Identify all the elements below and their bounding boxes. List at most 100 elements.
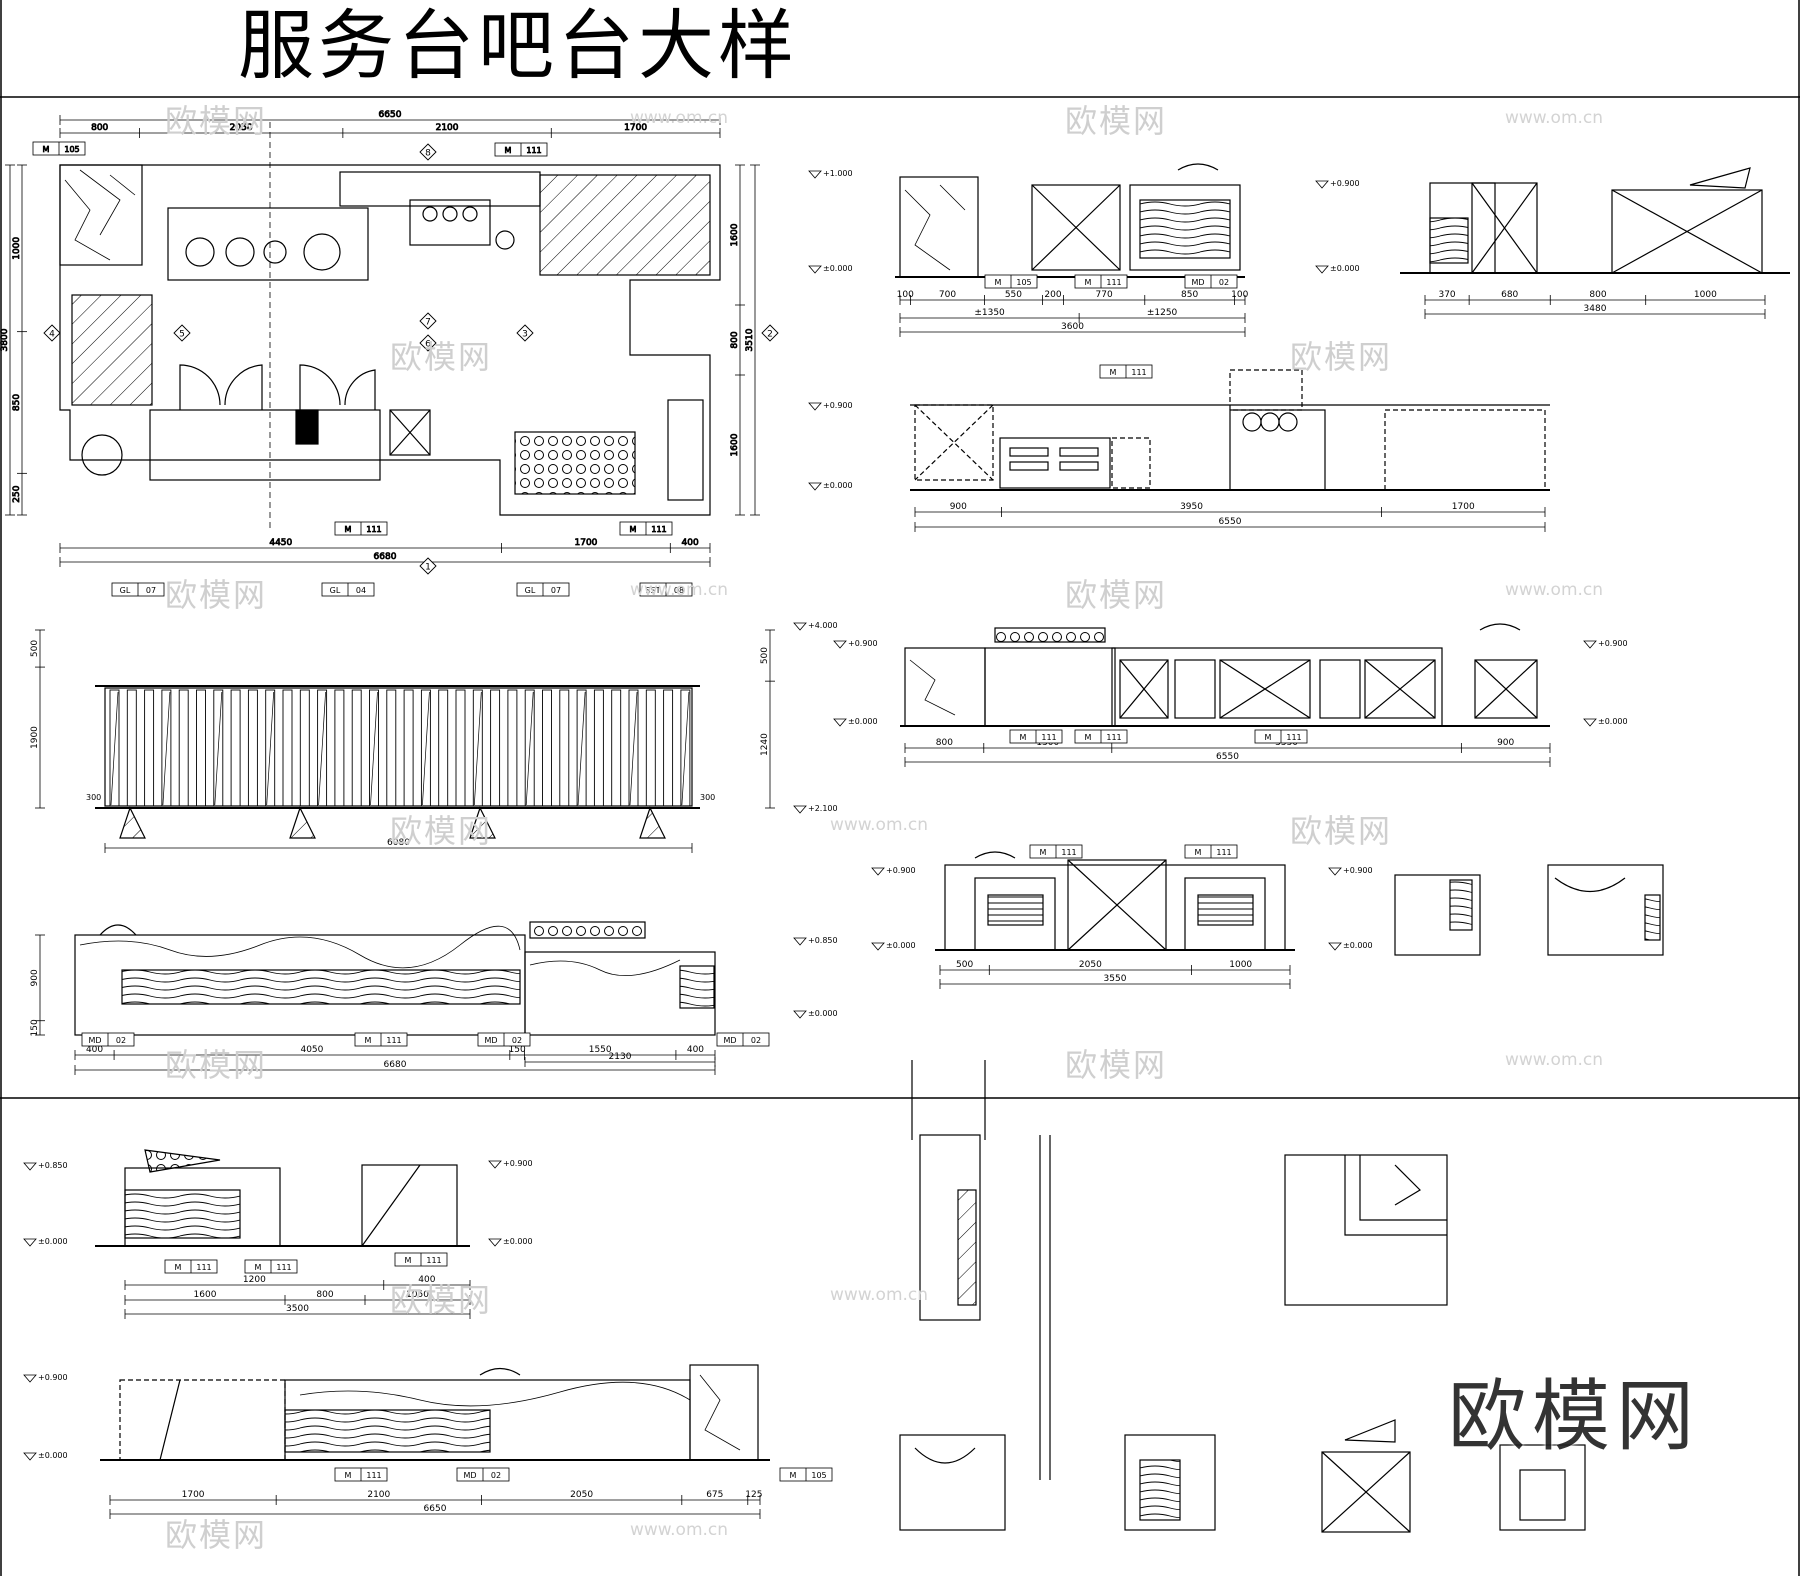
glass-fin: [265, 689, 276, 807]
dimension-label: 400: [687, 1045, 704, 1055]
section-details-bottom: [899, 1419, 1586, 1533]
dimension-label: 2130: [609, 1052, 632, 1062]
dimension-label: 1200: [243, 1275, 266, 1285]
dimension-label: 200: [1044, 290, 1061, 300]
level-marker: [808, 482, 822, 491]
section-callout-marker: [419, 312, 437, 330]
watermark-text: 欧模网: [165, 576, 268, 614]
material-tag-code: M: [1195, 848, 1202, 857]
material-tag-code: M: [1085, 733, 1092, 742]
material-tag-number: 111: [386, 1036, 401, 1045]
glass-fin: [420, 689, 431, 807]
material-tag-code: M: [365, 1036, 372, 1045]
watermark-text: 欧模网: [165, 1046, 268, 1084]
level-label: ±0.000: [848, 717, 878, 726]
dimension-label: 800: [316, 1290, 333, 1300]
dimension-label: 2050: [230, 123, 253, 133]
level-label: +0.900: [848, 639, 878, 648]
level-label: ±0.000: [808, 1009, 838, 1018]
dimension-label: 800: [1589, 290, 1606, 300]
glass-fin: [386, 689, 397, 807]
material-tag-number: 02: [512, 1036, 522, 1045]
dimension-label: 400: [86, 1045, 103, 1055]
level-label: +0.900: [38, 1373, 68, 1382]
level-marker: [793, 805, 807, 814]
dimension-label: 3950: [1180, 502, 1203, 512]
glass-fin: [334, 689, 345, 807]
section-callout-marker: [419, 334, 437, 352]
material-tag-code: GL: [330, 586, 341, 595]
material-tag-code: M: [790, 1471, 797, 1480]
material-tag-code: MD: [463, 1471, 476, 1480]
dimension-label: 800: [730, 331, 740, 348]
plan-view: [59, 122, 721, 530]
level-label: +0.900: [823, 401, 853, 410]
dimension-label: 370: [1438, 290, 1455, 300]
level-marker: [1315, 265, 1329, 274]
level-label: ±0.000: [1598, 717, 1628, 726]
glass-fin: [282, 689, 293, 807]
material-tag-number: 02: [1219, 278, 1229, 287]
material-tag-number: 02: [116, 1036, 126, 1045]
glass-fin: [576, 689, 587, 807]
elevation-r4: [935, 851, 1295, 951]
material-tag-number: 105: [811, 1471, 826, 1480]
section-callout-marker: [516, 324, 534, 342]
section-callout-number: 7: [425, 318, 431, 328]
material-tag-code: M: [1085, 278, 1092, 287]
dimension-label: 2100: [436, 123, 459, 133]
dimension-label: 6080: [387, 838, 410, 848]
material-tag-number: 111: [651, 525, 666, 534]
level-marker: [1315, 180, 1329, 189]
section-callout-marker: [761, 324, 779, 342]
dimension-label: 150: [30, 1019, 40, 1036]
dimension-label: 3550: [1104, 974, 1127, 984]
dimension-label: 500: [760, 647, 770, 664]
watermark-logo: 欧模网: [1447, 1372, 1700, 1462]
elevation-b1: [95, 1149, 470, 1247]
level-marker: [23, 1238, 37, 1247]
dimension-label: 3600: [1061, 322, 1084, 332]
material-tag-number: 02: [491, 1471, 501, 1480]
watermark-url: www.om.cn: [630, 108, 729, 128]
level-marker: [793, 937, 807, 946]
section-callout-marker: [419, 143, 437, 161]
level-marker: [488, 1160, 502, 1169]
material-tag-code: M: [43, 145, 50, 154]
level-marker: [1328, 942, 1342, 951]
level-marker: [871, 867, 885, 876]
dimension-label: 1700: [575, 538, 598, 548]
elevation-r1b: [1400, 167, 1790, 274]
watermark-text: 欧模网: [1065, 102, 1168, 140]
material-tag-number: 105: [64, 145, 79, 154]
level-label: +0.900: [1330, 179, 1360, 188]
level-label: +1.000: [823, 169, 853, 178]
dimension-label: 1000: [12, 237, 22, 260]
dimension-label: 1550: [589, 1045, 612, 1055]
dimension-label: 125: [745, 1490, 762, 1500]
glass-reflection: [629, 691, 638, 806]
glass-fin: [178, 689, 189, 807]
level-marker: [833, 718, 847, 727]
glass-reflection: [525, 691, 534, 806]
watermark-url: www.om.cn: [1505, 580, 1604, 600]
front-elevation: [74, 685, 716, 1036]
glass-fin: [299, 689, 310, 807]
dimension-label: 100: [1231, 290, 1248, 300]
material-tag-code: M: [345, 1471, 352, 1480]
section-callout-number: 3: [522, 330, 528, 340]
glass-reflection: [266, 691, 275, 806]
level-label: ±0.000: [886, 941, 916, 950]
glass-reflection: [110, 691, 119, 806]
dimension-label: 2050: [1079, 960, 1102, 970]
glass-fin: [438, 689, 449, 807]
dimension-label: 6650: [424, 1504, 447, 1514]
material-tag-number: 111: [1286, 733, 1301, 742]
material-tag-code: M: [1040, 848, 1047, 857]
level-marker: [1583, 718, 1597, 727]
material-tag-number: 111: [1131, 368, 1146, 377]
section-callout-number: 5: [179, 330, 185, 340]
watermark-text: 欧模网: [1290, 812, 1393, 850]
dimension-label: 1600: [194, 1290, 217, 1300]
